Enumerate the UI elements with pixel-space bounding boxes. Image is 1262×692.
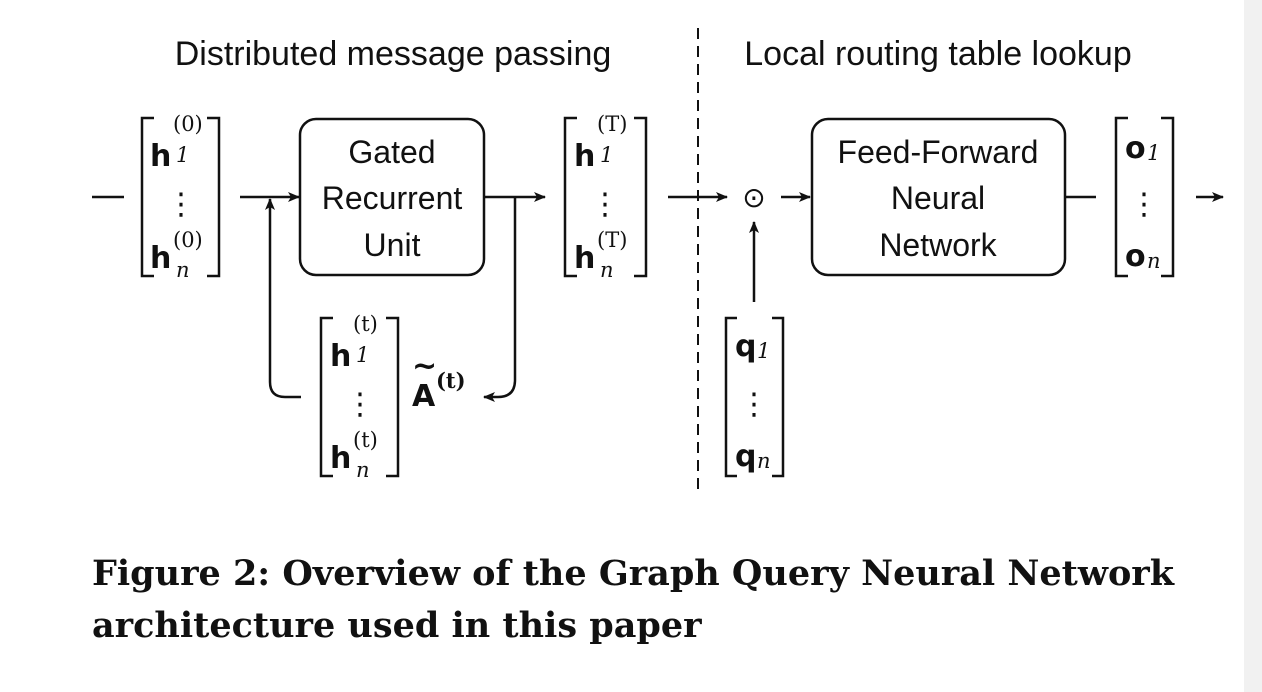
vector-top-var: h	[330, 339, 351, 374]
vector-top-sup: (0)	[173, 112, 203, 136]
adjacency-tilde: ~	[412, 349, 437, 384]
bracket-left	[140, 116, 154, 278]
gru-label-line2: Recurrent	[322, 180, 463, 216]
page-edge-strip	[1244, 0, 1262, 692]
vector-bottom-sub: n	[1147, 249, 1161, 273]
adjacency-matrix: A ~ (t)	[412, 349, 466, 414]
gru-box: Gated Recurrent Unit	[298, 117, 486, 277]
bracket-right	[207, 116, 221, 278]
vector-bottom-sup: (0)	[173, 228, 203, 252]
recurrent-loop-down	[483, 197, 517, 402]
vector-dots: ⋮	[739, 387, 769, 422]
vector-bottom-sub: n	[176, 258, 190, 282]
ffnn-box: Feed-Forward Neural Network	[810, 117, 1067, 277]
vector-bottom-sub: n	[356, 458, 370, 482]
bracket-right	[772, 316, 785, 478]
vector-dots: ⋮	[1129, 187, 1159, 222]
bracket-right	[1161, 116, 1175, 278]
vector-top-var: q	[735, 329, 756, 364]
ffnn-label-line2: Neural	[891, 180, 985, 216]
gru-label-line1: Gated	[348, 134, 435, 170]
vector-bottom-var: o	[1125, 239, 1146, 274]
vector-q: q 1 ⋮ q n	[724, 316, 785, 478]
vector-top-sub: 1	[1147, 141, 1160, 165]
bracket-left	[563, 116, 577, 278]
vector-hT: h (T) 1 ⋮ h (T) n	[563, 112, 648, 282]
vector-top-sub: 1	[356, 343, 369, 367]
recurrent-loop-up	[265, 198, 301, 399]
vector-dots: ⋮	[166, 187, 196, 222]
vector-top-sub: 1	[600, 143, 613, 167]
bracket-right	[634, 116, 648, 278]
vector-bottom-var: h	[150, 241, 171, 276]
vector-top-sup: (t)	[353, 312, 378, 336]
vector-top-var: h	[574, 139, 595, 174]
bracket-left	[319, 316, 333, 478]
vector-bottom-sub: n	[757, 449, 771, 473]
vector-top-sub: 1	[757, 339, 770, 363]
vector-top-sup: (T)	[597, 112, 627, 136]
adjacency-symbol: A	[412, 379, 436, 414]
ffnn-label-line1: Feed-Forward	[838, 134, 1039, 170]
vector-dots: ⋮	[590, 187, 620, 222]
hadamard-operator: ⊙	[742, 181, 765, 214]
vector-o: o 1 ⋮ o n	[1114, 116, 1175, 278]
vector-bottom-sup: (t)	[353, 428, 378, 452]
architecture-diagram: Distributed message passing Local routin…	[92, 28, 1224, 492]
gru-label-line3: Unit	[364, 227, 421, 263]
vector-bottom-var: h	[330, 441, 351, 476]
vector-bottom-var: q	[735, 439, 756, 474]
ffnn-label-line3: Network	[879, 227, 997, 263]
vector-top-var: o	[1125, 131, 1146, 166]
vector-h0: h (0) 1 ⋮ h (0) n	[140, 112, 221, 282]
vector-top-var: h	[150, 139, 171, 174]
vector-bottom-var: h	[574, 241, 595, 276]
adjacency-sup: (t)	[436, 368, 466, 393]
vector-bottom-sup: (T)	[597, 228, 627, 252]
vector-dots: ⋮	[345, 387, 375, 422]
title-message-passing: Distributed message passing	[175, 35, 612, 73]
bracket-right	[386, 316, 400, 478]
bracket-left	[724, 316, 737, 478]
figure-caption: Figure 2: Overview of the Graph Query Ne…	[92, 553, 1174, 646]
vector-top-sub: 1	[176, 143, 189, 167]
title-routing-lookup: Local routing table lookup	[744, 35, 1132, 73]
bracket-left	[1114, 116, 1128, 278]
vector-ht: h (t) 1 ⋮ h (t) n	[319, 312, 400, 482]
vector-bottom-sub: n	[600, 258, 614, 282]
